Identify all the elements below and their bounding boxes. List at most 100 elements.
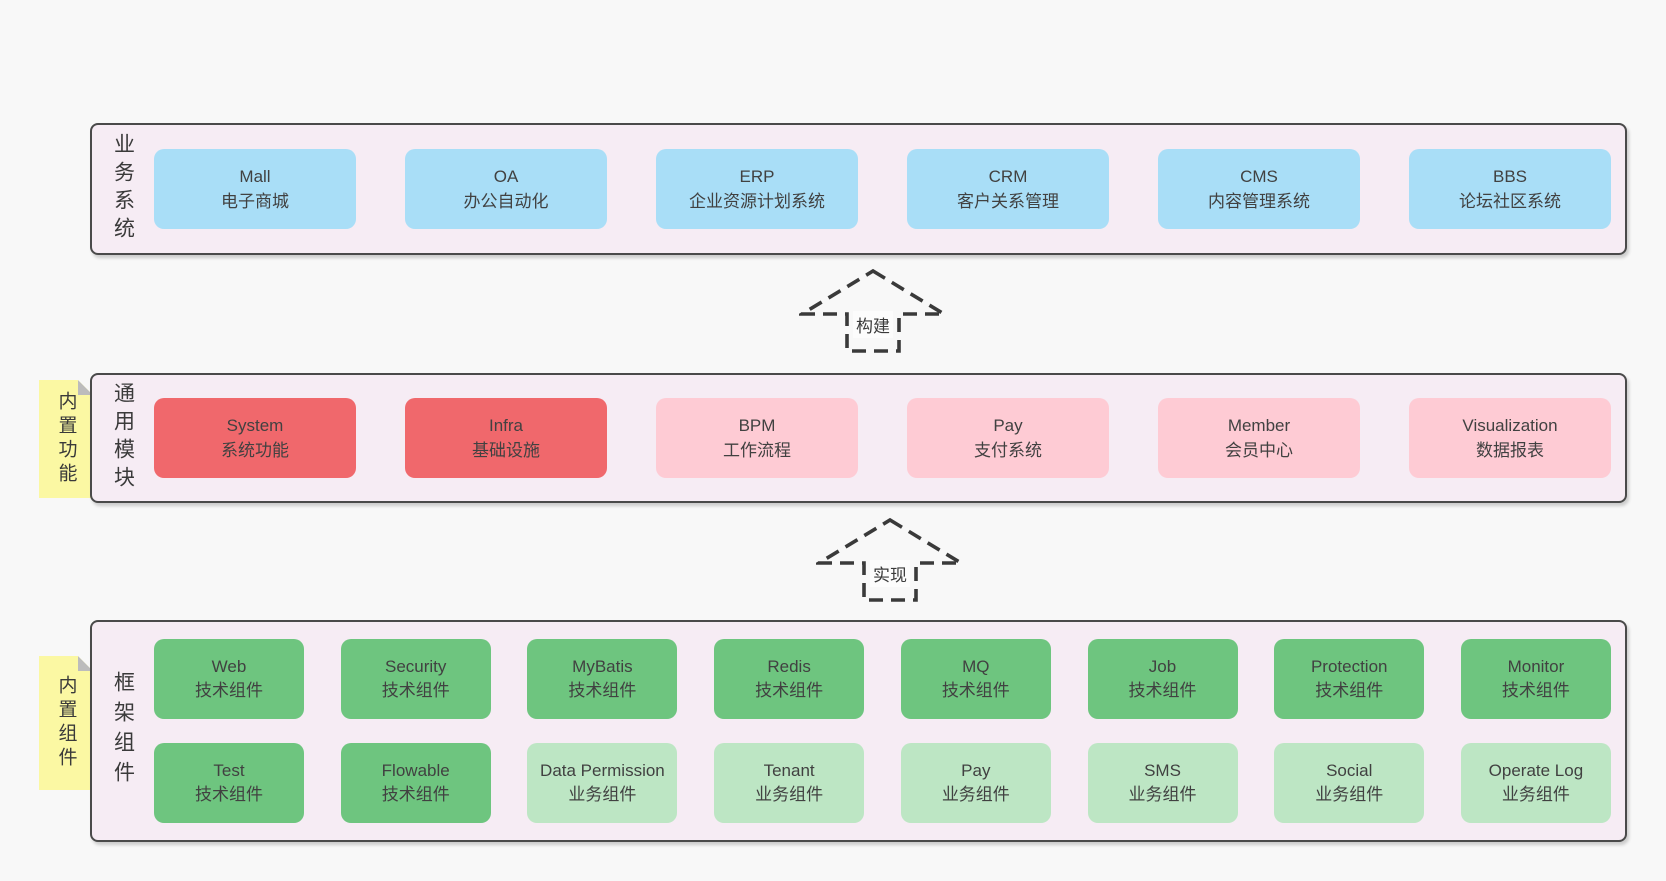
implement-arrow: 实现	[816, 517, 964, 603]
node-subtitle: 办公自动化	[463, 192, 549, 211]
node-subtitle: 基础设施	[472, 441, 540, 460]
node-pay-component: Pay 业务组件	[900, 743, 1051, 823]
node-title: Mall	[239, 167, 271, 186]
node-title: Operate Log	[1488, 761, 1584, 780]
node-subtitle: 技术组件	[1315, 681, 1384, 700]
node-title: Pay	[993, 416, 1023, 435]
node-redis: Redis 技术组件	[714, 639, 865, 719]
node-subtitle: 技术组件	[1501, 681, 1570, 700]
node-grid: Web 技术组件 Security 技术组件 MyBatis 技术组件 Redi…	[154, 639, 1625, 823]
build-arrow: 构建	[799, 268, 947, 354]
node-title: System	[226, 416, 284, 435]
node-subtitle: 客户关系管理	[957, 192, 1059, 211]
node-title: MQ	[962, 657, 990, 676]
node-infra: Infra 基础设施	[405, 398, 607, 478]
node-title: Data Permission	[540, 761, 665, 780]
node-title: Flowable	[381, 761, 450, 780]
node-subtitle: 技术组件	[381, 681, 450, 700]
panel-title-column: 通用模块	[92, 375, 154, 501]
node-title: Monitor	[1507, 657, 1565, 676]
node-title: SMS	[1144, 761, 1181, 780]
node-bbs: BBS 论坛社区系统	[1409, 149, 1611, 229]
node-subtitle: 会员中心	[1225, 441, 1293, 460]
node-title: OA	[493, 167, 519, 186]
up-block-arrow-icon	[799, 268, 947, 353]
node-title: CMS	[1240, 167, 1278, 186]
panel-title-vertical: 框架组件	[111, 671, 135, 791]
node-subtitle: 技术组件	[941, 681, 1010, 700]
node-monitor: Monitor 技术组件	[1460, 639, 1611, 719]
layer-panel-business-systems: 业务系统 Mall 电子商城 OA 办公自动化 ERP 企业资源计划系统 CRM…	[90, 123, 1627, 255]
sticky-note-builtin-components: 内置组件	[39, 656, 93, 790]
node-crm: CRM 客户关系管理	[907, 149, 1109, 229]
node-subtitle: 业务组件	[941, 785, 1010, 804]
node-system: System 系统功能	[154, 398, 356, 478]
layer-panel-framework-components: 框架组件 Web 技术组件 Security 技术组件 MyBatis 技术组件…	[90, 620, 1627, 842]
node-subtitle: 数据报表	[1476, 441, 1544, 460]
node-flowable: Flowable 技术组件	[340, 743, 491, 823]
node-subtitle: 工作流程	[723, 441, 791, 460]
panel-title-vertical: 业务系统	[111, 133, 135, 245]
node-cms: CMS 内容管理系统	[1158, 149, 1360, 229]
node-subtitle: 支付系统	[974, 441, 1042, 460]
node-subtitle: 技术组件	[195, 785, 263, 804]
node-sms: SMS 业务组件	[1087, 743, 1238, 823]
node-subtitle: 论坛社区系统	[1459, 192, 1561, 211]
node-subtitle: 业务组件	[755, 785, 824, 804]
node-member: Member 会员中心	[1158, 398, 1360, 478]
node-visualization: Visualization 数据报表	[1409, 398, 1611, 478]
node-subtitle: 企业资源计划系统	[689, 192, 825, 211]
node-title: Infra	[488, 416, 524, 435]
node-subtitle: 业务组件	[568, 785, 637, 804]
node-oa: OA 办公自动化	[405, 149, 607, 229]
node-title: MyBatis	[572, 657, 633, 676]
node-title: BBS	[1492, 167, 1528, 186]
panel-title-column: 业务系统	[92, 125, 154, 253]
node-title: Social	[1326, 761, 1373, 780]
node-bpm: BPM 工作流程	[656, 398, 858, 478]
node-operate-log: Operate Log 业务组件	[1460, 743, 1611, 823]
node-social: Social 业务组件	[1274, 743, 1425, 823]
node-subtitle: 技术组件	[381, 785, 450, 804]
node-subtitle: 系统功能	[221, 441, 289, 460]
node-data-permission: Data Permission 业务组件	[527, 743, 678, 823]
node-row: System 系统功能 Infra 基础设施 BPM 工作流程 Pay 支付系统…	[154, 398, 1625, 478]
node-pay: Pay 支付系统	[907, 398, 1109, 478]
node-title: ERP	[739, 167, 775, 186]
sticky-note-label: 内置功能	[55, 391, 77, 487]
node-subtitle: 技术组件	[755, 681, 824, 700]
node-tenant: Tenant 业务组件	[714, 743, 865, 823]
node-mall: Mall 电子商城	[154, 149, 356, 229]
node-mybatis: MyBatis 技术组件	[527, 639, 678, 719]
arrow-label: 构建	[853, 311, 893, 338]
node-test: Test 技术组件	[154, 743, 304, 823]
node-protection: Protection 技术组件	[1274, 639, 1425, 719]
node-web: Web 技术组件	[154, 639, 304, 719]
node-row: Mall 电子商城 OA 办公自动化 ERP 企业资源计划系统 CRM 客户关系…	[154, 149, 1625, 229]
node-title: Tenant	[763, 761, 815, 780]
node-subtitle: 技术组件	[195, 681, 263, 700]
node-subtitle: 电子商城	[221, 192, 289, 211]
node-subtitle: 业务组件	[1315, 785, 1384, 804]
panel-title-column: 框架组件	[92, 622, 154, 840]
layer-panel-common-modules: 通用模块 System 系统功能 Infra 基础设施 BPM 工作流程 Pay…	[90, 373, 1627, 503]
node-title: Web	[211, 657, 247, 676]
node-security: Security 技术组件	[340, 639, 491, 719]
node-subtitle: 业务组件	[1501, 785, 1570, 804]
node-subtitle: 技术组件	[1128, 681, 1197, 700]
node-title: BPM	[738, 416, 776, 435]
up-block-arrow-icon	[816, 517, 964, 602]
node-mq: MQ 技术组件	[900, 639, 1051, 719]
node-subtitle: 业务组件	[1128, 785, 1197, 804]
node-title: Pay	[961, 761, 991, 780]
node-erp: ERP 企业资源计划系统	[656, 149, 858, 229]
sticky-note-label: 内置组件	[55, 675, 77, 771]
node-subtitle: 内容管理系统	[1208, 192, 1310, 211]
node-title: Redis	[767, 657, 811, 676]
arrow-label: 实现	[870, 560, 910, 587]
node-title: Member	[1227, 416, 1291, 435]
sticky-note-builtin-features: 内置功能	[39, 380, 93, 498]
node-title: Test	[213, 761, 245, 780]
node-title: CRM	[988, 167, 1028, 186]
